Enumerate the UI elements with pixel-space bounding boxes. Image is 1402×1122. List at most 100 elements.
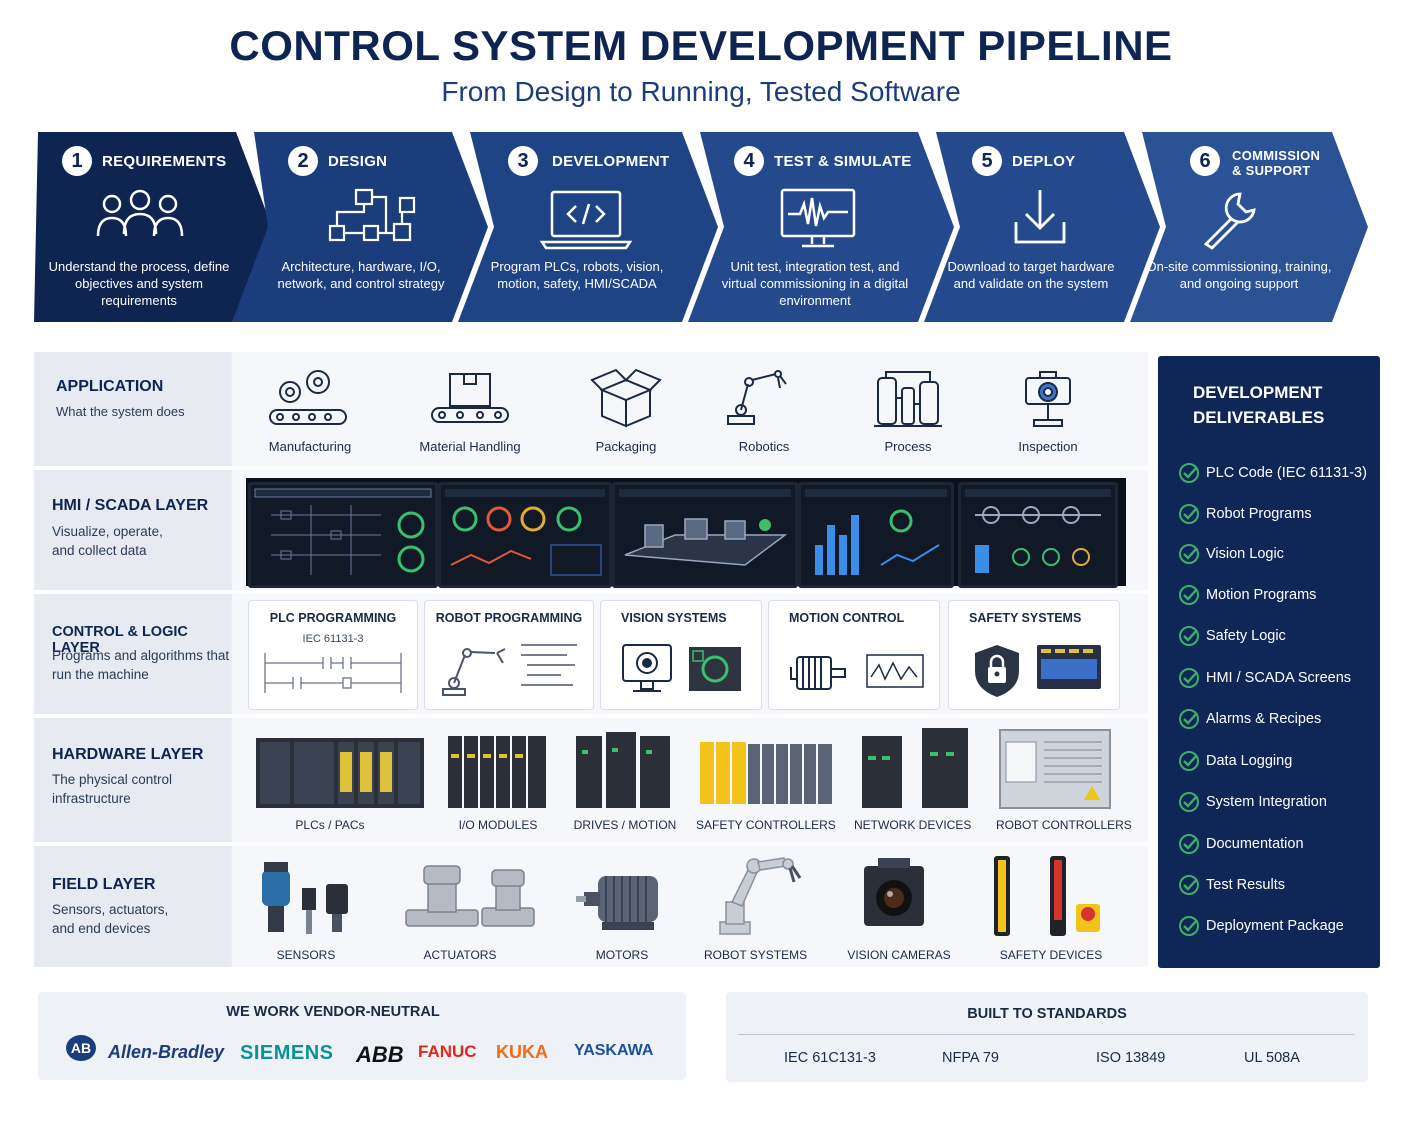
card-robot-programming: ROBOT PROGRAMMING xyxy=(424,600,594,710)
layer-hardware: HARDWARE LAYER The physical control infr… xyxy=(34,718,1148,842)
inspection-camera-icon xyxy=(1025,371,1071,427)
deliverables-panel: DEVELOPMENT DELIVERABLES PLC Code (IEC 6… xyxy=(1158,356,1380,968)
vendor-abb-logo: ABB xyxy=(356,1042,404,1067)
vision-camera-icon xyxy=(864,858,924,926)
layer-label: CONTROL & LOGIC LAYER Programs and algor… xyxy=(34,594,230,714)
control-cards: PLC PROGRAMMING IEC 61131-3 ROBOT PROGRA… xyxy=(232,594,1148,714)
open-box-icon xyxy=(590,368,662,428)
deliverable-label: Deployment Package xyxy=(1206,918,1344,934)
vendor-kuka-logo: KUKA xyxy=(496,1042,548,1062)
box-conveyor-icon xyxy=(431,373,509,423)
application-label: Process xyxy=(884,439,932,454)
check-circle-icon xyxy=(1179,751,1199,771)
stage-deploy: 5 DEPLOY Download to target hardware and… xyxy=(932,132,1160,322)
vendor-siemens-logo: SIEMENS xyxy=(240,1042,334,1064)
stage-title: REQUIREMENTS xyxy=(102,153,227,170)
stage-number: 6 xyxy=(1190,146,1220,176)
check-circle-icon xyxy=(1179,792,1199,812)
check-circle-icon xyxy=(1179,875,1199,895)
layer-label: HMI / SCADA LAYER Visualize, operate, an… xyxy=(34,470,230,590)
application-label: Packaging xyxy=(595,439,657,454)
layer-description: The physical control infrastructure xyxy=(52,772,173,806)
layer-control-logic: CONTROL & LOGIC LAYER Programs and algor… xyxy=(34,594,1148,714)
laptop-code-icon xyxy=(539,190,633,250)
safety-devices-icon xyxy=(994,856,1100,936)
layer-label: FIELD LAYER Sensors, actuators, and end … xyxy=(34,846,230,967)
card-vision-systems: VISION SYSTEMS xyxy=(600,600,762,710)
card-title: PLC PROGRAMMING xyxy=(269,611,397,625)
layer-name: HMI / SCADA LAYER xyxy=(52,497,209,514)
motor-icon xyxy=(790,656,846,690)
industrial-robot-icon xyxy=(719,857,802,935)
hardware-label: NETWORK DEVICES xyxy=(854,818,972,832)
card-motion-control: MOTION CONTROL xyxy=(768,600,940,710)
stage-number: 1 xyxy=(62,146,92,176)
deliverables-title: DEVELOPMENT DELIVERABLES xyxy=(1193,383,1325,427)
deliverable-label: HMI / SCADA Screens xyxy=(1206,670,1352,686)
standards-divider xyxy=(738,1034,1354,1035)
standards-title: BUILT TO STANDARDS xyxy=(967,1006,1127,1022)
safety-controllers-icon xyxy=(700,742,832,804)
layer-name: FIELD LAYER xyxy=(52,876,156,893)
stage-development: 3 DEVELOPMENT Program PLCs, robots, visi… xyxy=(466,132,718,322)
field-label: SAFETY DEVICES xyxy=(999,948,1103,962)
layer-name: CONTROL & LOGIC LAYER xyxy=(52,624,188,656)
deliverable-label: Alarms & Recipes xyxy=(1206,711,1322,727)
vendor-allen-bradley-logo: Allen-Bradley xyxy=(108,1042,225,1062)
vendor-yaskawa-logo: YASKAWA xyxy=(574,1042,654,1059)
shield-lock-icon xyxy=(975,645,1019,697)
card-plc-programming: PLC PROGRAMMING IEC 61131-3 xyxy=(248,600,418,710)
deliverable-label: Documentation xyxy=(1206,836,1304,852)
check-circle-icon xyxy=(1179,834,1199,854)
card-title: VISION SYSTEMS xyxy=(621,611,727,625)
process-tanks-icon xyxy=(874,371,942,427)
plc-rack-icon xyxy=(256,738,424,808)
stage-number: 2 xyxy=(288,146,318,176)
hmi-screen-pipeline-view xyxy=(958,482,1118,588)
check-circle-icon xyxy=(1179,463,1199,483)
standard-item: UL 508A xyxy=(1244,1050,1300,1066)
robot-arm-icon xyxy=(442,648,506,696)
field-label: MOTORS xyxy=(595,948,649,962)
layer-hmi-scada: HMI / SCADA LAYER Visualize, operate, an… xyxy=(34,470,1148,590)
wrench-icon xyxy=(1203,192,1256,250)
waveform-display-icon xyxy=(866,654,924,688)
stage-number: 4 xyxy=(734,146,764,176)
check-circle-icon xyxy=(1179,504,1199,524)
hardware-label: SAFETY CONTROLLERS xyxy=(696,818,836,832)
layer-description: Sensors, actuators, and end devices xyxy=(52,902,169,936)
servo-drives-icon xyxy=(576,732,670,808)
hmi-screen-3d-line xyxy=(612,482,798,588)
vendor-fanuc-logo: FANUC xyxy=(418,1042,477,1061)
actuator-valves-icon xyxy=(405,865,535,927)
page-subtitle: From Design to Running, Tested Software xyxy=(441,76,961,107)
stage-requirements: 1 REQUIREMENTS Understand the process, d… xyxy=(34,132,272,322)
stage-title: DESIGN xyxy=(328,153,388,170)
stage-test-simulate: 4 TEST & SIMULATE Unit test, integration… xyxy=(696,132,952,322)
vendor-title: WE WORK VENDOR-NEUTRAL xyxy=(226,1004,440,1020)
check-circle-icon xyxy=(1179,544,1199,564)
deliverable-label: Motion Programs xyxy=(1206,587,1317,603)
stage-description: Understand the process, define objective… xyxy=(48,259,230,308)
check-circle-icon xyxy=(1179,916,1199,936)
hmi-screens xyxy=(232,470,1148,590)
hmi-screen-dashboard xyxy=(438,482,612,588)
standard-item: IEC 61C131-3 xyxy=(784,1050,876,1066)
check-circle-icon xyxy=(1179,626,1199,646)
users-icon xyxy=(96,189,184,237)
vision-image-thumbnail xyxy=(689,647,741,691)
stage-commission-support: 6 COMMISSION & SUPPORT On-site commissio… xyxy=(1138,132,1368,322)
layer-application: APPLICATION What the system does Manufac… xyxy=(34,352,1148,466)
stage-title: COMMISSION & SUPPORT xyxy=(1232,148,1321,178)
vision-monitor-icon xyxy=(622,644,672,692)
ladder-logic-icon xyxy=(264,653,402,693)
allen-bradley-logo: AB xyxy=(66,1035,96,1061)
deliverable-label: Robot Programs xyxy=(1206,506,1312,522)
hmi-screen-process xyxy=(248,482,438,588)
stage-number: 5 xyxy=(972,146,1002,176)
application-label: Inspection xyxy=(1018,439,1078,454)
layer-description: Visualize, operate, and collect data xyxy=(52,524,163,558)
deliverable-label: Data Logging xyxy=(1206,753,1293,769)
card-title: MOTION CONTROL xyxy=(789,611,905,625)
